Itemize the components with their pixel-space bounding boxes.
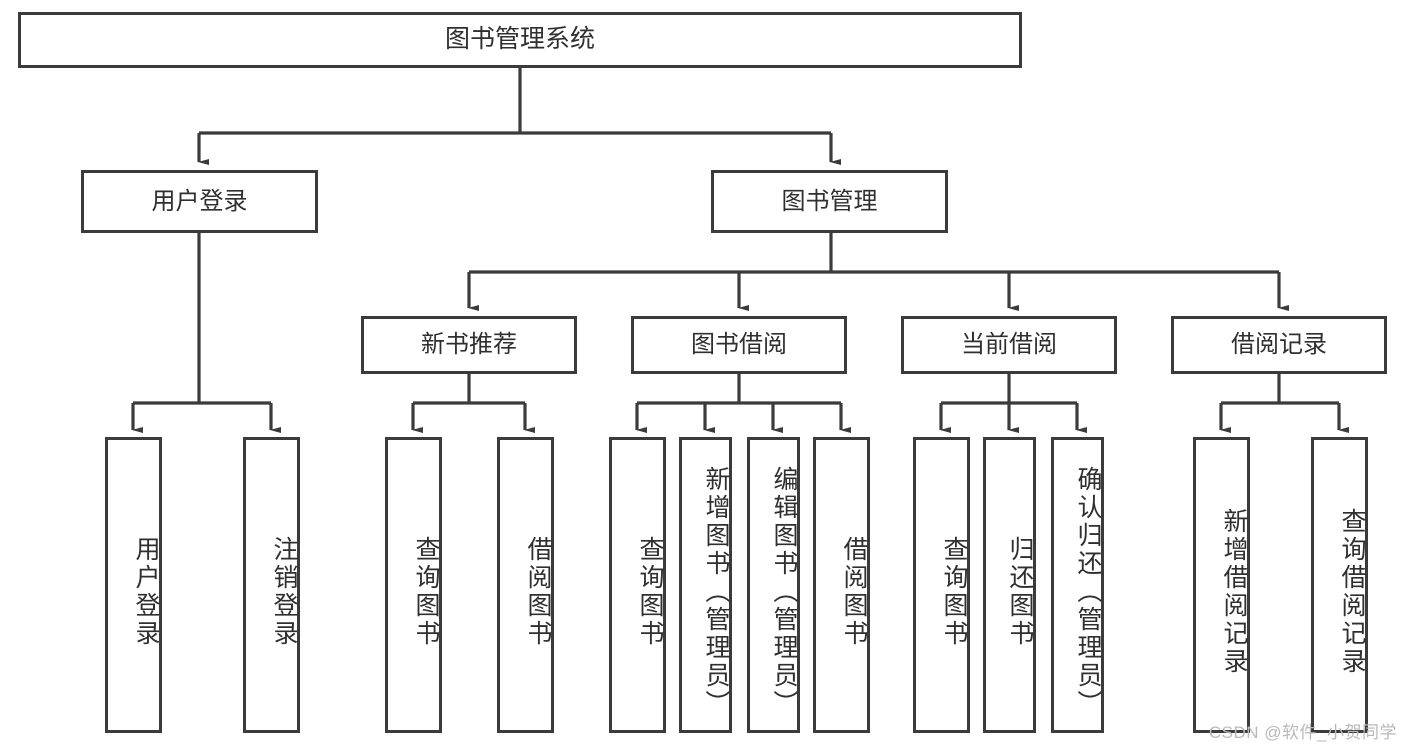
node-label: 确认归还（管理员） bbox=[1074, 466, 1102, 718]
leaf-borrow-book-recommend[interactable]: 借阅图书 bbox=[497, 437, 554, 733]
leaf-add-book-admin[interactable]: 新增图书（管理员） bbox=[679, 437, 732, 733]
leaf-return-book[interactable]: 归还图书 bbox=[983, 437, 1036, 733]
leaf-query-book-current[interactable]: 查询图书 bbox=[913, 437, 970, 733]
leaf-add-borrow-record[interactable]: 新增借阅记录 bbox=[1193, 437, 1250, 733]
node-book-borrow[interactable]: 图书借阅 bbox=[631, 316, 847, 374]
node-label: 图书管理系统 bbox=[444, 25, 595, 54]
node-root-system[interactable]: 图书管理系统 bbox=[18, 12, 1022, 68]
node-current-borrow[interactable]: 当前借阅 bbox=[901, 316, 1117, 374]
node-label: 借阅图书 bbox=[840, 536, 868, 648]
node-label: 图书借阅 bbox=[691, 331, 787, 358]
node-label: 新增借阅记录 bbox=[1220, 508, 1248, 676]
node-label: 新书推荐 bbox=[421, 331, 517, 358]
leaf-query-book-borrow[interactable]: 查询图书 bbox=[609, 437, 666, 733]
node-label: 查询借阅记录 bbox=[1338, 508, 1366, 676]
node-new-book-recommend[interactable]: 新书推荐 bbox=[361, 316, 577, 374]
leaf-query-book-recommend[interactable]: 查询图书 bbox=[385, 437, 442, 733]
node-book-management[interactable]: 图书管理 bbox=[711, 170, 948, 233]
node-label: 当前借阅 bbox=[961, 331, 1057, 358]
node-label: 借阅记录 bbox=[1231, 331, 1327, 358]
node-label: 查询图书 bbox=[940, 536, 968, 648]
leaf-logout[interactable]: 注销登录 bbox=[243, 437, 300, 733]
node-label: 注销登录 bbox=[270, 536, 298, 648]
watermark: CSDN @软件_小贺同学 bbox=[1208, 723, 1397, 742]
node-label: 用户登录 bbox=[132, 536, 160, 648]
node-label: 借阅图书 bbox=[524, 536, 552, 648]
node-label: 编辑图书（管理员） bbox=[770, 466, 798, 718]
leaf-user-login[interactable]: 用户登录 bbox=[105, 437, 162, 733]
leaf-query-borrow-record[interactable]: 查询借阅记录 bbox=[1311, 437, 1368, 733]
leaf-borrow-book[interactable]: 借阅图书 bbox=[813, 437, 870, 733]
node-label: 查询图书 bbox=[636, 536, 664, 648]
node-user-login[interactable]: 用户登录 bbox=[81, 170, 318, 233]
node-label: 归还图书 bbox=[1006, 536, 1034, 648]
node-label: 用户登录 bbox=[151, 187, 248, 215]
node-label: 图书管理 bbox=[781, 187, 878, 215]
leaf-confirm-return-admin[interactable]: 确认归还（管理员） bbox=[1051, 437, 1104, 733]
leaf-edit-book-admin[interactable]: 编辑图书（管理员） bbox=[747, 437, 800, 733]
node-label: 查询图书 bbox=[412, 536, 440, 648]
node-borrow-record[interactable]: 借阅记录 bbox=[1171, 316, 1387, 374]
node-label: 新增图书（管理员） bbox=[702, 466, 730, 718]
